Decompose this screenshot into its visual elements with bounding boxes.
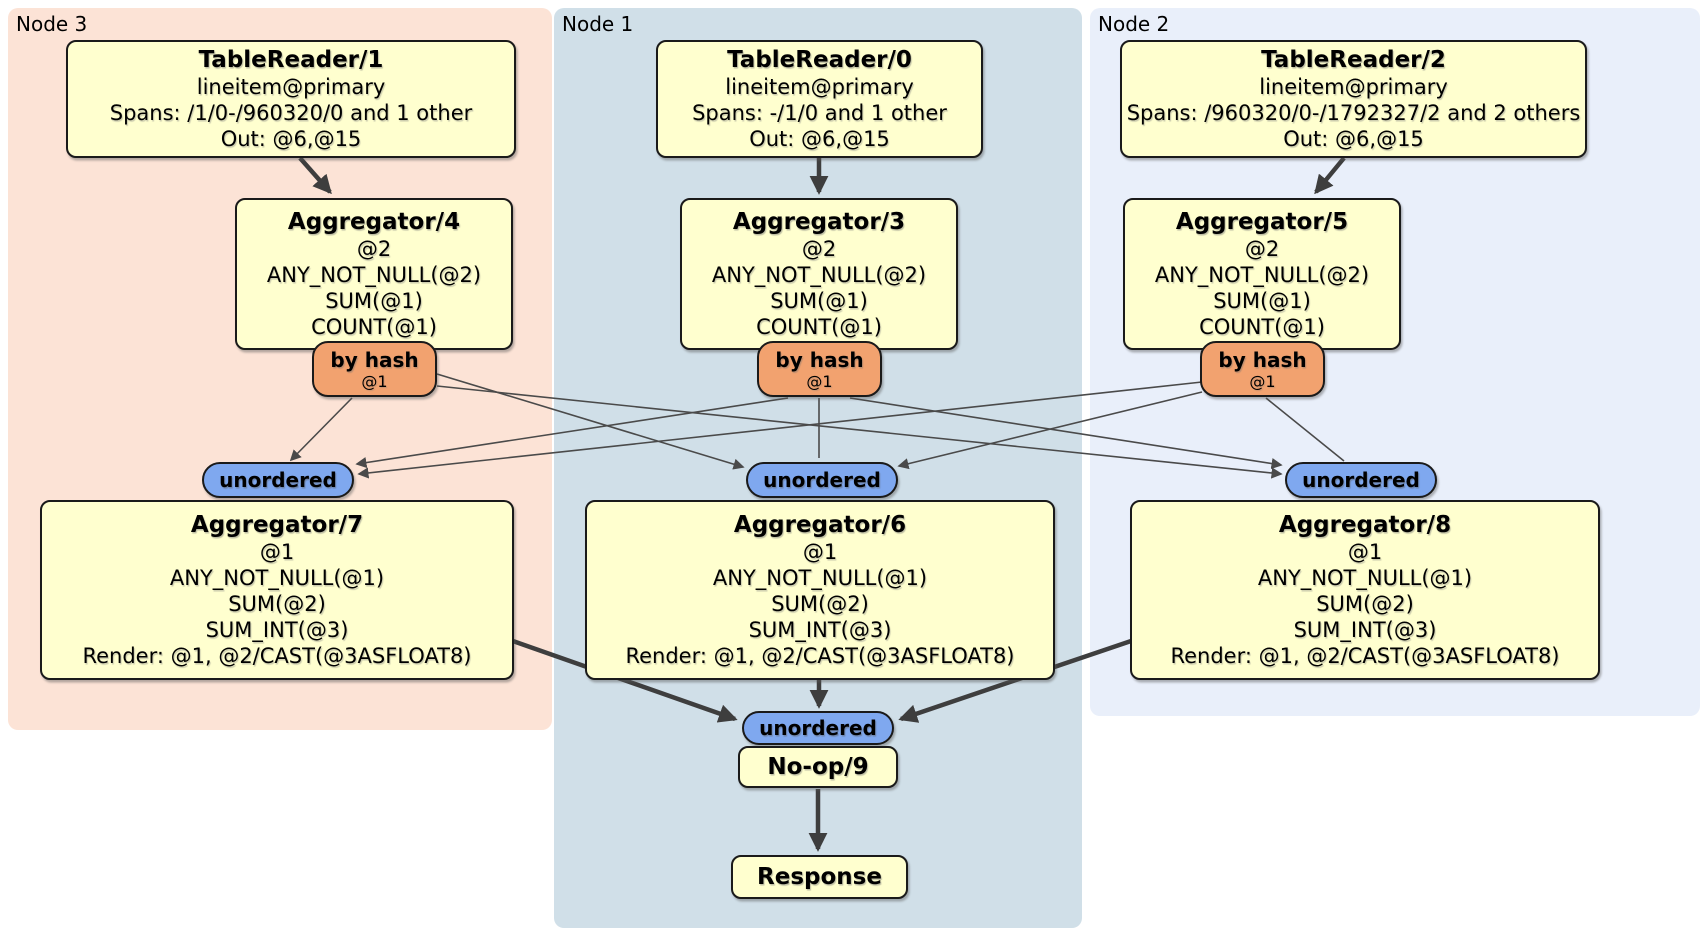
processor-detail: SUM(@2) <box>1316 591 1414 616</box>
processor-detail: lineitem@primary <box>725 74 914 99</box>
router-detail: @1 <box>361 371 388 391</box>
processor-detail: Render: @1, @2/CAST(@3ASFLOAT8) <box>82 643 472 668</box>
processor-detail: SUM_INT(@3) <box>205 617 349 642</box>
processor-detail: lineitem@primary <box>1259 74 1448 99</box>
processor-title: Aggregator/3 <box>732 208 906 235</box>
processor-detail: SUM(@2) <box>771 591 869 616</box>
processor-detail: Spans: -/1/0 and 1 other <box>692 100 947 125</box>
region-label-node3: Node 3 <box>16 12 88 36</box>
router-detail: @1 <box>1249 371 1276 391</box>
processor-detail: @1 <box>1347 539 1383 564</box>
processor-detail: SUM(@1) <box>325 288 423 313</box>
processor-tablereader-1: TableReader/1 lineitem@primary Spans: /1… <box>66 40 516 158</box>
processor-title: No-op/9 <box>767 753 869 780</box>
router-by-hash-4: by hash @1 <box>312 341 437 397</box>
processor-detail: SUM(@1) <box>1213 288 1311 313</box>
processor-detail: Render: @1, @2/CAST(@3ASFLOAT8) <box>1170 643 1560 668</box>
region-label-node2: Node 2 <box>1098 12 1170 36</box>
processor-title: Aggregator/7 <box>190 511 364 538</box>
processor-detail: ANY_NOT_NULL(@2) <box>266 262 482 287</box>
processor-detail: Render: @1, @2/CAST(@3ASFLOAT8) <box>625 643 1015 668</box>
processor-tablereader-2: TableReader/2 lineitem@primary Spans: /9… <box>1120 40 1587 158</box>
sync-unordered-8: unordered <box>1285 462 1437 498</box>
processor-detail: COUNT(@1) <box>1199 314 1325 339</box>
region-label-node1: Node 1 <box>562 12 634 36</box>
processor-detail: Out: @6,@15 <box>220 126 362 151</box>
processor-detail: SUM_INT(@3) <box>748 617 892 642</box>
processor-detail: ANY_NOT_NULL(@2) <box>711 262 927 287</box>
processor-detail: Spans: /960320/0-/1792327/2 and 2 others <box>1126 100 1581 125</box>
processor-title: Aggregator/8 <box>1278 511 1452 538</box>
processor-title: Aggregator/4 <box>287 208 461 235</box>
processor-detail: SUM(@1) <box>770 288 868 313</box>
router-label: by hash <box>330 347 419 372</box>
processor-noop-9: No-op/9 <box>738 746 898 788</box>
processor-detail: ANY_NOT_NULL(@2) <box>1154 262 1370 287</box>
processor-detail: @2 <box>356 236 392 261</box>
processor-title: TableReader/2 <box>1261 46 1446 73</box>
processor-detail: @2 <box>801 236 837 261</box>
processor-detail: @1 <box>259 539 295 564</box>
processor-aggregator-7: Aggregator/7 @1 ANY_NOT_NULL(@1) SUM(@2)… <box>40 500 514 680</box>
processor-aggregator-5: Aggregator/5 @2 ANY_NOT_NULL(@2) SUM(@1)… <box>1123 198 1401 350</box>
processor-detail: lineitem@primary <box>196 74 386 99</box>
processor-detail: @2 <box>1244 236 1280 261</box>
sync-unordered-final: unordered <box>742 711 894 745</box>
processor-title: Aggregator/6 <box>733 511 907 538</box>
processor-aggregator-4: Aggregator/4 @2 ANY_NOT_NULL(@2) SUM(@1)… <box>235 198 513 350</box>
processor-detail: COUNT(@1) <box>311 314 437 339</box>
router-by-hash-3: by hash @1 <box>757 341 882 397</box>
processor-title: Response <box>757 863 882 890</box>
processor-title: Aggregator/5 <box>1175 208 1349 235</box>
processor-detail: Out: @6,@15 <box>1283 126 1424 151</box>
router-by-hash-5: by hash @1 <box>1200 341 1325 397</box>
response-box: Response <box>731 855 908 899</box>
processor-detail: ANY_NOT_NULL(@1) <box>1257 565 1473 590</box>
processor-tablereader-0: TableReader/0 lineitem@primary Spans: -/… <box>656 40 983 158</box>
processor-detail: ANY_NOT_NULL(@1) <box>712 565 928 590</box>
processor-detail: SUM_INT(@3) <box>1293 617 1437 642</box>
router-detail: @1 <box>806 371 833 391</box>
processor-detail: Spans: /1/0-/960320/0 and 1 other <box>109 100 473 125</box>
sync-unordered-6: unordered <box>746 462 898 498</box>
router-label: by hash <box>775 347 864 372</box>
processor-detail: COUNT(@1) <box>756 314 882 339</box>
sync-unordered-7: unordered <box>202 462 354 498</box>
processor-detail: Out: @6,@15 <box>749 126 890 151</box>
router-label: by hash <box>1218 347 1307 372</box>
processor-title: TableReader/0 <box>727 46 912 73</box>
processor-aggregator-3: Aggregator/3 @2 ANY_NOT_NULL(@2) SUM(@1)… <box>680 198 958 350</box>
processor-detail: @1 <box>802 539 838 564</box>
processor-detail: ANY_NOT_NULL(@1) <box>169 565 385 590</box>
processor-aggregator-8: Aggregator/8 @1 ANY_NOT_NULL(@1) SUM(@2)… <box>1130 500 1600 680</box>
processor-detail: SUM(@2) <box>228 591 326 616</box>
processor-title: TableReader/1 <box>198 46 384 73</box>
processor-aggregator-6: Aggregator/6 @1 ANY_NOT_NULL(@1) SUM(@2)… <box>585 500 1055 680</box>
